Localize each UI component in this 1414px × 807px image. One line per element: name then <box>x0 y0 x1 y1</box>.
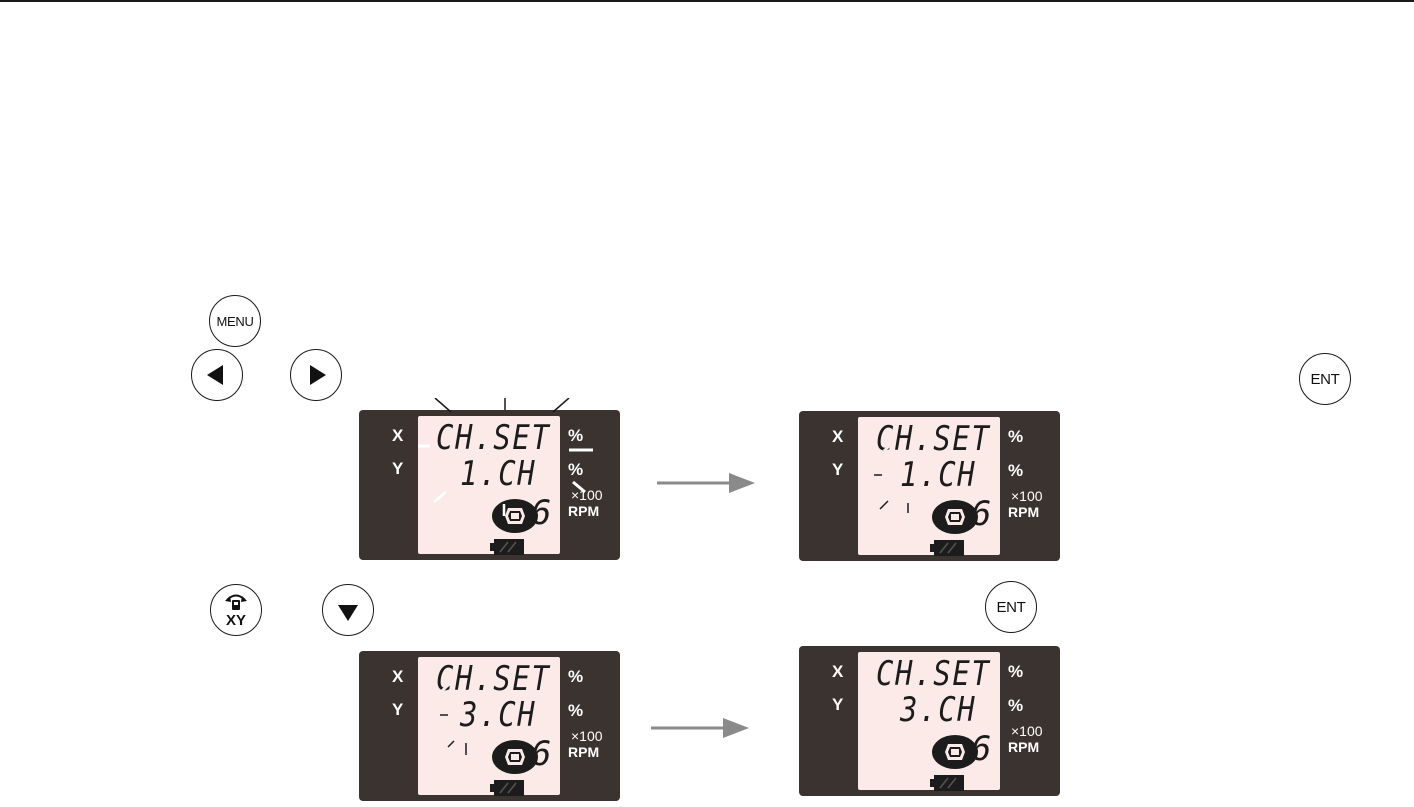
disc-icon <box>930 499 980 535</box>
y-label: Y <box>392 700 403 720</box>
multiplier-label: ×100 <box>571 728 603 744</box>
y-label: Y <box>832 695 843 715</box>
x-percent: % <box>1008 427 1023 447</box>
x-label: X <box>392 426 403 446</box>
battery-icon <box>930 775 964 791</box>
battery-icon <box>490 780 524 796</box>
x-percent: % <box>1008 662 1023 682</box>
x-label: X <box>832 427 843 447</box>
right-arrow-icon <box>310 365 326 385</box>
lcd-line-1: CH.SET <box>436 418 551 458</box>
rpm-label: RPM <box>1008 504 1039 520</box>
x-percent: % <box>568 667 583 687</box>
ent-button-label: ENT <box>996 599 1025 616</box>
menu-button-label: MENU <box>216 314 253 329</box>
right-arrow-button[interactable] <box>290 349 342 401</box>
x-label: X <box>392 667 403 687</box>
arrow-right-icon <box>651 717 749 739</box>
menu-button[interactable]: MENU <box>209 295 261 347</box>
x-percent: % <box>568 426 583 446</box>
lcd-line-2: 1.CH <box>900 455 976 495</box>
ent-button-bottom[interactable]: ENT <box>985 581 1037 633</box>
disc-icon <box>490 739 540 775</box>
ent-button-label: ENT <box>1310 371 1339 388</box>
rpm-label: RPM <box>1008 739 1039 755</box>
disc-icon <box>490 498 540 534</box>
rpm-label: RPM <box>568 744 599 760</box>
lcd-screen: CH.SET 3.CH 6 <box>418 657 560 795</box>
y-percent: % <box>568 460 583 480</box>
down-arrow-button[interactable] <box>322 584 374 636</box>
lcd-line-1: CH.SET <box>436 659 551 699</box>
y-label: Y <box>392 459 403 479</box>
y-label: Y <box>832 460 843 480</box>
display-panel-3: X Y % % ×100 RPM CH.SET 3.CH 6 <box>359 651 620 801</box>
lcd-line-2: 1.CH <box>460 454 536 494</box>
x-label: X <box>832 662 843 682</box>
xy-mode-icon <box>222 592 250 612</box>
lcd-screen: CH.SET 3.CH 6 <box>858 652 1000 790</box>
multiplier-label: ×100 <box>1011 723 1043 739</box>
down-arrow-icon <box>338 605 358 621</box>
lcd-screen: CH.SET 1.CH 6 <box>418 416 560 554</box>
arrow-right-icon <box>657 472 755 494</box>
battery-icon <box>490 539 524 555</box>
battery-icon <box>930 540 964 556</box>
display-panel-4: X Y % % ×100 RPM CH.SET 3.CH 6 <box>799 646 1060 796</box>
top-rule <box>0 0 1414 2</box>
y-percent: % <box>1008 696 1023 716</box>
disc-icon <box>930 734 980 770</box>
display-panel-2: X Y % % ×100 RPM CH.SET 1.CH 6 <box>799 411 1060 561</box>
multiplier-label: ×100 <box>571 487 603 503</box>
xy-mode-label: XY <box>226 613 246 628</box>
lcd-screen: CH.SET 1.CH 6 <box>858 417 1000 555</box>
lcd-line-2: 3.CH <box>900 690 976 730</box>
rpm-label: RPM <box>568 503 599 519</box>
display-panel-1: X Y % % ×100 RPM CH.SET 1.CH 6 <box>359 410 620 560</box>
left-arrow-button[interactable] <box>191 349 243 401</box>
ent-button-top[interactable]: ENT <box>1299 353 1351 405</box>
lcd-line-2: 3.CH <box>460 695 536 735</box>
y-percent: % <box>568 701 583 721</box>
multiplier-label: ×100 <box>1011 488 1043 504</box>
xy-mode-button[interactable]: XY <box>210 584 262 636</box>
left-arrow-icon <box>207 365 223 385</box>
y-percent: % <box>1008 461 1023 481</box>
lcd-line-1: CH.SET <box>876 654 991 694</box>
lcd-line-1: CH.SET <box>876 419 991 459</box>
